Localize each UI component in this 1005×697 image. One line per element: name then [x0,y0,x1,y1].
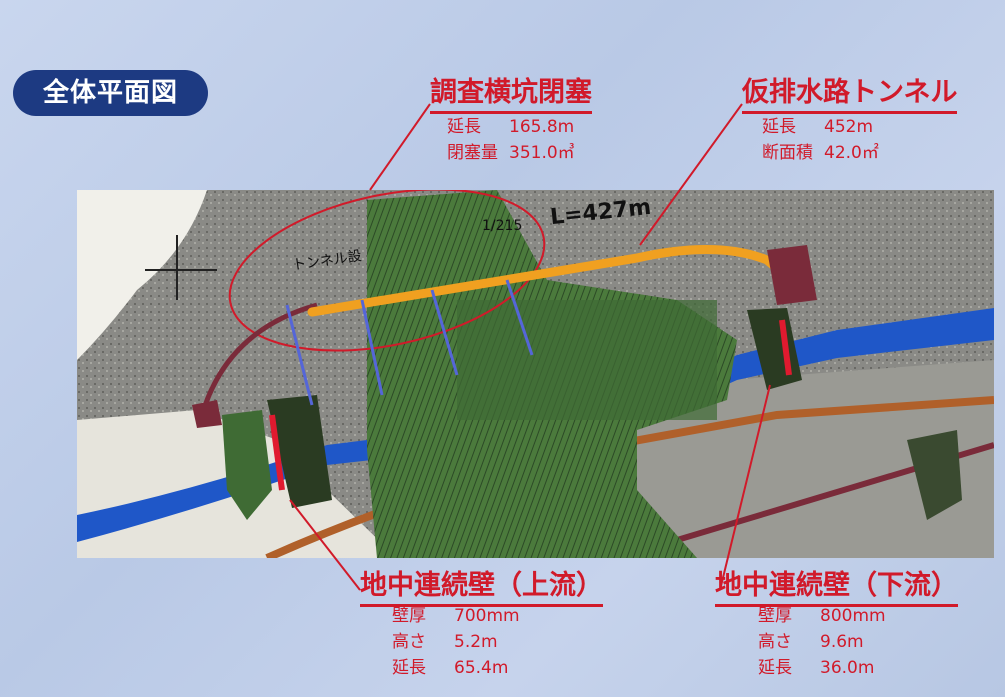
plan-map: トンネル設 1/215 L=427m [77,190,994,558]
spec-value: 9.6m [820,632,864,652]
section-line [505,279,534,356]
spec-label: 壁厚 [392,606,426,626]
dam-crest [457,300,717,420]
spec-label: 延長 [758,658,792,678]
spec-label: 壁厚 [758,606,792,626]
section-line [430,289,459,376]
callout-wall-downstream-specs: 壁厚 800mm 高さ 9.6m 延長 36.0m [758,603,886,681]
section-line [360,299,384,396]
portal [767,245,817,305]
spec-value: 351.0㎥ [509,143,575,163]
spec-value: 700mm [454,606,520,626]
plan-title: 全体平面図 [13,70,208,116]
spec-value: 5.2m [454,632,498,652]
portal [192,400,222,428]
cofferdam-upstream [222,410,272,520]
section-line [285,304,314,406]
structure [907,430,962,520]
callout-wall-upstream-specs: 壁厚 700mm 高さ 5.2m 延長 65.4m [392,603,520,681]
spec-label: 延長 [762,117,796,137]
spec-label: 延長 [392,658,426,678]
callout-survey-adit-title: 調査横坑閉塞 [430,70,592,114]
callout-wall-upstream-title: 地中連続壁（上流） [360,563,603,607]
spec-value: 452m [824,117,874,137]
spec-label: 延長 [447,117,481,137]
callout-wall-downstream-title: 地中連続壁（下流） [715,563,958,607]
leader-survey-adit [369,103,431,191]
callout-temp-drain-specs: 延長 452m 断面積 42.0㎡ [762,114,879,166]
leader-wall-upstream [289,499,361,591]
spec-value: 36.0m [820,658,875,678]
lowland-area [77,190,207,360]
spec-value: 165.8m [509,117,575,137]
survey-adit-ellipse [228,190,546,352]
wall-upstream-line [269,414,285,491]
spec-value: 65.4m [454,658,509,678]
wall-downstream-line [779,319,792,376]
map-svg [77,190,994,558]
spec-label: 高さ [758,632,792,652]
temp-drain-tunnel [307,245,802,317]
callout-survey-adit-specs: 延長 165.8m 閉塞量 351.0㎥ [447,114,575,166]
spec-label: 閉塞量 [447,143,498,163]
callout-temp-drain-title: 仮排水路トンネル [742,70,958,114]
leader-temp-drain [639,103,743,246]
wall-upstream-block [267,395,332,508]
grade-label: 1/215 [482,218,523,234]
spec-label: 断面積 [762,143,813,163]
leader-wall-downstream [719,384,771,591]
survey-adit [199,302,318,416]
spec-value: 800mm [820,606,886,626]
spec-label: 高さ [392,632,426,652]
spec-value: 42.0㎡ [824,143,879,163]
